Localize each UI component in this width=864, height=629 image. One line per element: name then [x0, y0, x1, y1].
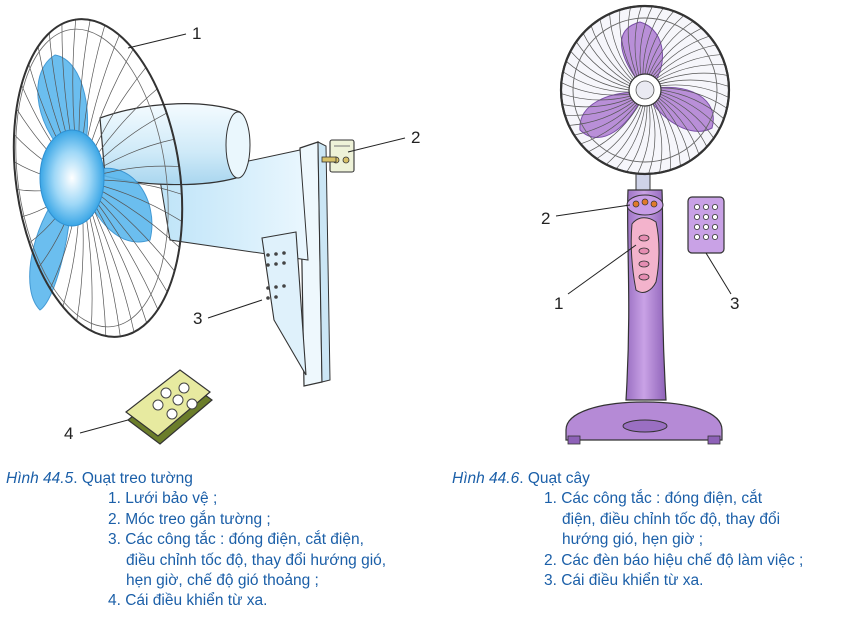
callout-right-2: 2	[541, 209, 550, 228]
stand-fan-callouts	[555, 204, 732, 295]
part-item: 2. Móc treo gắn tường ;	[108, 510, 271, 528]
callout-left-2: 2	[411, 128, 420, 147]
stand-fan-remote	[687, 196, 725, 254]
callout-left-1: 1	[192, 24, 201, 43]
figure-title: . Quạt treo tường	[73, 470, 193, 487]
callout-right-1: 1	[554, 294, 563, 313]
stand-fan-guard	[560, 5, 730, 175]
part-item: 3. Cái điều khiển từ xa.	[544, 572, 704, 590]
figure-label: Hình 44.6	[452, 470, 520, 487]
figure-label: Hình 44.5	[6, 470, 74, 487]
figure-title: . Quạt cây	[519, 470, 590, 487]
wall-hook	[321, 139, 355, 173]
part-item: 1. Lưới bảo vệ ;	[108, 490, 218, 508]
parts-list-stand-fan: 1. Các công tắc : đóng điện, cắt điện, đ…	[452, 489, 862, 591]
wall-fan-switch-box	[261, 231, 307, 376]
callout-right-3: 3	[730, 294, 739, 313]
stand-fan-indicator-lights	[632, 198, 658, 208]
caption-stand-fan: Hình 44.6. Quạt cây 1. Các công tắc : đó…	[452, 469, 862, 591]
part-item: 4. Cái điều khiển từ xa.	[108, 592, 268, 610]
callout-left-4: 4	[64, 424, 73, 443]
fan-illustrations: 1 2 3 4	[12, 4, 739, 445]
wall-fan-switch-holes	[266, 251, 286, 300]
wall-fan-remote	[125, 369, 213, 445]
wall-fan	[12, 18, 355, 445]
stand-fan	[559, 4, 731, 445]
wall-fan-callouts	[79, 33, 406, 434]
caption-title-wall-fan: Hình 44.5. Quạt treo tường	[6, 469, 436, 489]
part-item: 1. Các công tắc : đóng điện, cắt điện, đ…	[544, 490, 781, 549]
part-item: 2. Các đèn báo hiệu chế độ làm việc ;	[544, 551, 804, 569]
parts-list-wall-fan: 1. Lưới bảo vệ ; 2. Móc treo gắn tường ;…	[6, 489, 436, 611]
callout-left-3: 3	[193, 309, 202, 328]
stand-fan-switch-panel	[630, 217, 660, 293]
caption-wall-fan: Hình 44.5. Quạt treo tường 1. Lưới bảo v…	[6, 469, 436, 612]
wall-fan-hub	[39, 129, 105, 227]
part-item: 3. Các công tắc : đóng điện, cắt điện, đ…	[108, 531, 387, 590]
caption-title-stand-fan: Hình 44.6. Quạt cây	[452, 469, 862, 489]
